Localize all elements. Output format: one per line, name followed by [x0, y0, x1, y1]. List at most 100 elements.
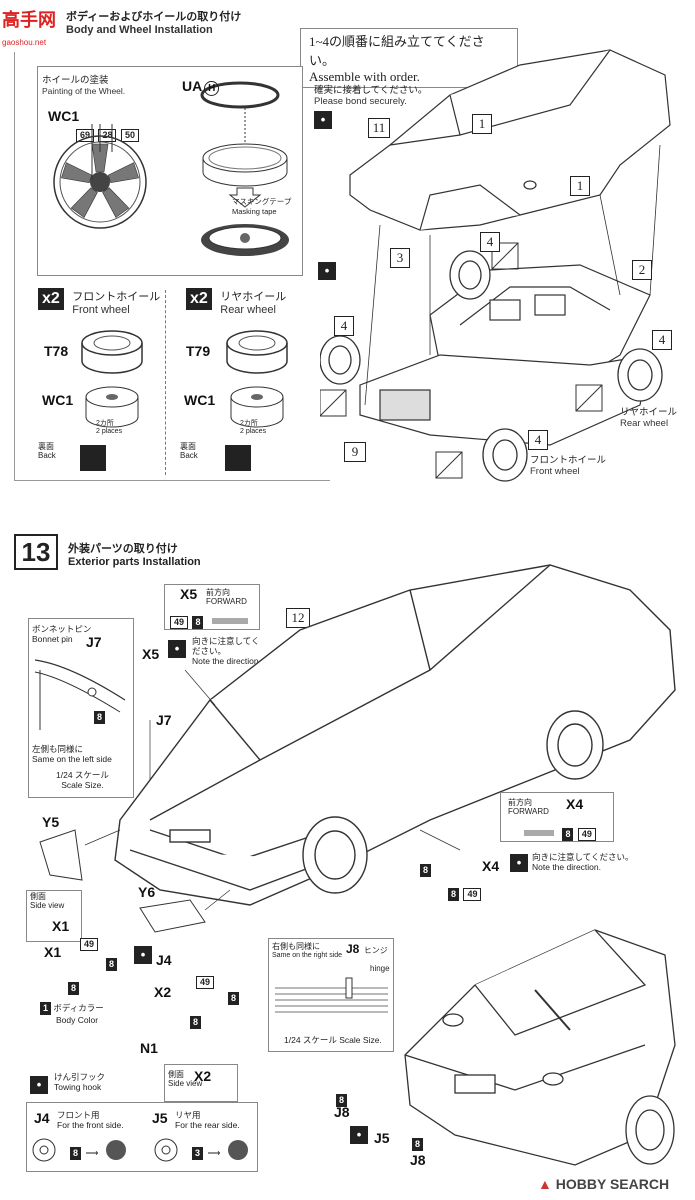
- order-note-jp: 1~4の順番に組み立ててください。: [309, 34, 485, 68]
- seq-2: 2: [632, 260, 652, 280]
- seq-3: 3: [390, 248, 410, 268]
- forward-jp: 前方向: [508, 798, 532, 807]
- color-codes: 69 28 50: [76, 125, 139, 143]
- step12-title-en: Body and Wheel Installation: [66, 24, 213, 36]
- wc1-rear-label: WC1: [184, 392, 216, 408]
- code-3: 3: [192, 1147, 204, 1160]
- x5-note: 向きに注意してください。 Note the direction.: [192, 636, 264, 666]
- body-color-jp: ボディカラー: [53, 1003, 104, 1013]
- wheel-paint-jp: ホイールの塗装: [42, 75, 109, 86]
- x5-forward: 前方向 FORWARD: [206, 588, 247, 606]
- part-9: 9: [344, 442, 366, 462]
- step12-border-left: [14, 52, 16, 480]
- side-view-x1: [26, 890, 82, 942]
- back-jp: 裏面: [38, 442, 54, 451]
- x4-forward: 前方向 FORWARD: [508, 798, 549, 816]
- rear-wheel-header: x2 リヤホイール Rear wheel: [186, 288, 286, 316]
- mask-en: Masking tape: [232, 207, 277, 216]
- wheel-paint-en: Painting of the Wheel.: [42, 86, 126, 96]
- bonnet-pin-panel: [28, 618, 134, 798]
- seq-4d: 4: [528, 430, 548, 450]
- x1-label-b: X1: [44, 944, 62, 960]
- same-right-en: Same on the right side: [272, 952, 343, 959]
- j7-label-2: J7: [156, 712, 172, 728]
- x1-label-a: X1: [52, 918, 70, 934]
- t79-label: T79: [186, 343, 211, 359]
- code-8: 8: [68, 982, 80, 995]
- tow-front: J4 フロント用 For the front side.: [34, 1110, 124, 1130]
- x4-codes: 8 49: [524, 824, 596, 842]
- j5-label: J5: [152, 1110, 168, 1126]
- j4-label: J4: [34, 1110, 50, 1126]
- y5-part: [39, 829, 83, 881]
- tow-hook-panel: [26, 1102, 258, 1172]
- part-12: 12: [286, 608, 310, 628]
- x2-label-side: X2: [194, 1068, 212, 1084]
- wc1-label: WC1: [48, 108, 80, 124]
- places-en: 2 places: [240, 428, 267, 435]
- color-code: 50: [120, 129, 139, 142]
- side-view-caption: 側面 Side view: [30, 892, 64, 910]
- bond-jp: 確実に接着してください。: [314, 85, 428, 96]
- x4-code-8: 8: [420, 860, 432, 878]
- x4-label: X4: [566, 796, 584, 812]
- seq-4a: 4: [480, 232, 500, 252]
- x1-code-8a: 8: [68, 978, 80, 996]
- x5-label: X5: [180, 586, 198, 602]
- side-view-x2-caption: 側面 Side view: [168, 1070, 202, 1088]
- part-11: 11: [368, 118, 390, 138]
- forward-en: FORWARD: [508, 807, 549, 816]
- hinge-scale: 1/24 スケール Scale Size.: [284, 1035, 382, 1045]
- bond-icon: •: [134, 946, 152, 964]
- body-color: 1 ボディカラー Body Color: [40, 1002, 104, 1025]
- tow-en: Towing hook: [54, 1082, 102, 1092]
- step12-border-bottom: [14, 480, 330, 482]
- tow-jp: けん引フック: [54, 1072, 106, 1082]
- front-wheel-jp: フロントホイール: [530, 455, 607, 466]
- code-49: 49: [80, 938, 99, 951]
- front-wheel-callout: フロントホイール Front wheel: [530, 452, 606, 477]
- same-right-jp: 右側も同様に: [272, 942, 320, 951]
- rear-wheel-callout: リヤホイール Rear wheel: [620, 404, 677, 429]
- places-jp: 2カ所: [96, 420, 114, 427]
- back-en: Back: [38, 451, 56, 460]
- footer-logo: ▲ HOBBY SEARCH: [538, 1176, 669, 1192]
- same-left-en: Same on the left side: [32, 754, 112, 764]
- rear-rim: [230, 386, 284, 428]
- j8-label-b: J8: [410, 1152, 426, 1168]
- rear-jp: リヤホイール: [220, 291, 287, 303]
- step12-title: ボディーおよびホイールの取り付け Body and Wheel Installa…: [66, 8, 241, 36]
- places-en: 2 places: [96, 428, 123, 435]
- wheel-paint-drawing: [53, 81, 289, 256]
- bonnet-en: Bonnet pin: [32, 634, 73, 644]
- code-8: 8: [70, 1147, 82, 1160]
- front-rim: [85, 386, 139, 428]
- color-1: 1: [40, 1002, 52, 1015]
- j4-49: 49: [196, 972, 215, 990]
- order-note-en: Assemble with order.: [309, 69, 420, 84]
- scale-jp: 1/24 スケール: [56, 770, 109, 780]
- rear-en: Rear wheel: [220, 304, 276, 316]
- code-8: 8: [228, 992, 240, 1005]
- wheel-three-quarter: [202, 108, 288, 187]
- code-49: 49: [170, 616, 189, 629]
- tow-hook-drawing: [32, 1138, 248, 1162]
- x1-codes: 49: [80, 934, 99, 952]
- bond-icon: •: [30, 1076, 48, 1094]
- x2-label: X2: [154, 984, 172, 1000]
- side-view-x2: [164, 1064, 238, 1102]
- logo-icon: ▲: [538, 1176, 552, 1192]
- code-8: 8: [192, 616, 204, 629]
- hinge-panel: [268, 938, 394, 1052]
- rear-places: 2カ所 2 places: [240, 420, 266, 436]
- body-color-en: Body Color: [56, 1015, 99, 1025]
- rear-back: 裏面 Back: [180, 442, 198, 460]
- wheel-paint-caption: ホイールの塗装 Painting of the Wheel.: [42, 72, 125, 96]
- forward-en: FORWARD: [206, 597, 247, 606]
- x4-note: 向きに注意してください。 Note the direction.: [532, 852, 634, 872]
- front-wheel-header: x2 フロントホイール Front wheel: [38, 288, 160, 316]
- rear-car-drawing: [404, 929, 676, 1166]
- code-8: 8: [420, 864, 432, 877]
- side-jp: 側面: [168, 1070, 184, 1079]
